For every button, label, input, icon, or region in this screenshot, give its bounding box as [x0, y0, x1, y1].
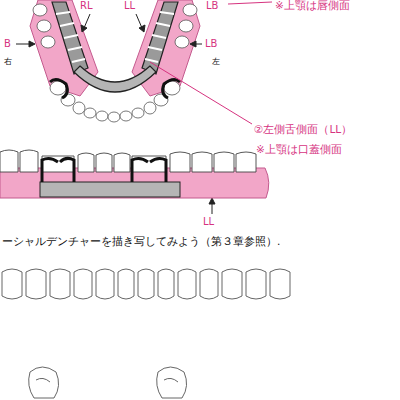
note-text: ※上顎は唇側面 [275, 0, 350, 12]
side-label: 左 [212, 58, 220, 67]
note-text: ※上顎は口蓋側面 [256, 144, 342, 156]
side-view [0, 150, 269, 198]
view-code: LB [206, 0, 218, 11]
instruction-text: ーシャルデンチャーを描き写してみよう（第３章参照）. [2, 236, 280, 248]
tooth-outlines [2, 269, 290, 398]
leader-lines [150, 2, 272, 176]
arch-view [30, 0, 200, 122]
view-code: LL [203, 216, 214, 227]
view-title: ②左側舌側面（LL） [254, 124, 352, 136]
view-code: RL [80, 0, 93, 11]
view-code: LL [124, 0, 135, 11]
view-code: B [4, 38, 11, 49]
view-code: LB [205, 38, 217, 49]
side-label: 右 [4, 58, 12, 67]
